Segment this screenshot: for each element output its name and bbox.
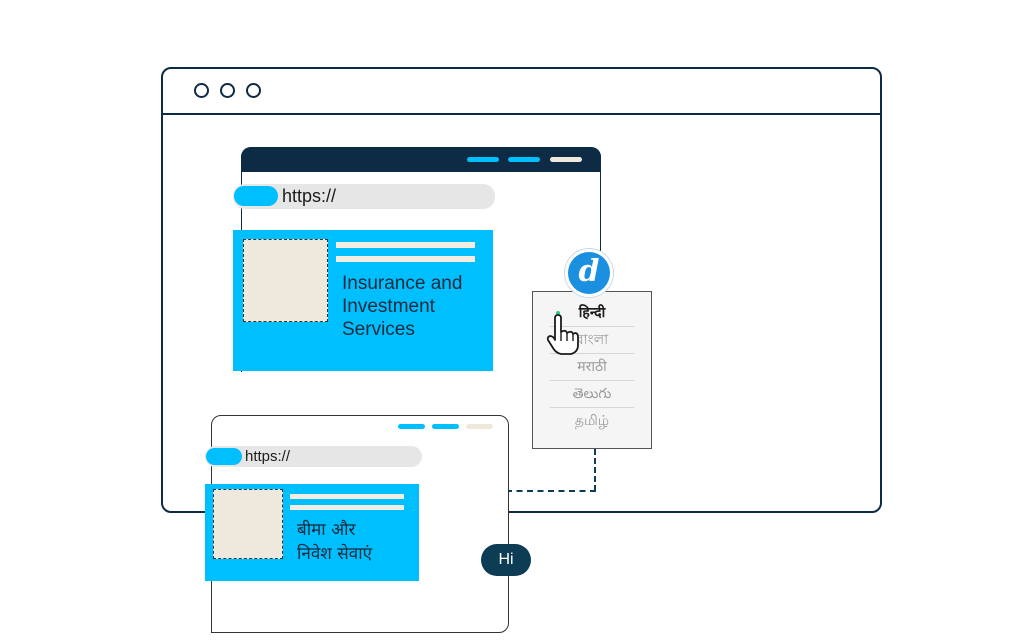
language-option-bengali[interactable]: বাংলা — [550, 327, 634, 354]
devnagri-logo-icon[interactable]: d — [568, 252, 610, 294]
text-line-placeholder — [290, 505, 404, 510]
hindi-heading: बीमा और निवेश सेवाएं — [297, 518, 417, 566]
hindi-heading-line1: बीमा और — [297, 520, 356, 540]
header-pill-icon — [467, 157, 499, 162]
connector-line — [506, 490, 596, 492]
header-pill-icon — [398, 424, 425, 429]
english-site-header — [241, 147, 601, 172]
address-bar-button-icon — [206, 448, 242, 465]
english-address-text: https:// — [282, 186, 337, 206]
language-option-tamil[interactable]: தமிழ் — [574, 413, 610, 429]
language-option-marathi[interactable]: मराठी — [550, 354, 634, 381]
header-pill-icon — [508, 157, 540, 162]
hindi-address-text: https:// — [245, 448, 291, 465]
window-dot-icon — [246, 83, 261, 98]
image-placeholder-icon — [213, 489, 283, 559]
header-pill-icon — [432, 424, 459, 429]
language-option-telugu[interactable]: తెలుగు — [550, 381, 634, 408]
hindi-address-bar[interactable] — [205, 446, 422, 467]
outer-browser-titlebar-divider — [161, 113, 882, 115]
active-indicator-icon — [556, 311, 560, 315]
address-bar-button-icon — [234, 186, 278, 206]
language-option-hindi[interactable]: हिन्दी — [550, 300, 634, 327]
english-heading: Insurance and Investment Services — [342, 273, 463, 340]
window-dot-icon — [194, 83, 209, 98]
text-line-placeholder — [336, 256, 475, 262]
header-pill-icon — [550, 157, 582, 162]
text-line-placeholder — [290, 494, 404, 499]
connector-line — [594, 449, 596, 491]
image-placeholder-icon — [243, 239, 328, 322]
header-pill-icon — [466, 424, 493, 429]
hindi-heading-line2: निवेश सेवाएं — [297, 544, 373, 564]
hand-pointer-icon — [546, 314, 579, 355]
chat-bubble[interactable]: Hi — [481, 544, 531, 576]
text-line-placeholder — [336, 242, 475, 248]
window-dot-icon — [220, 83, 235, 98]
